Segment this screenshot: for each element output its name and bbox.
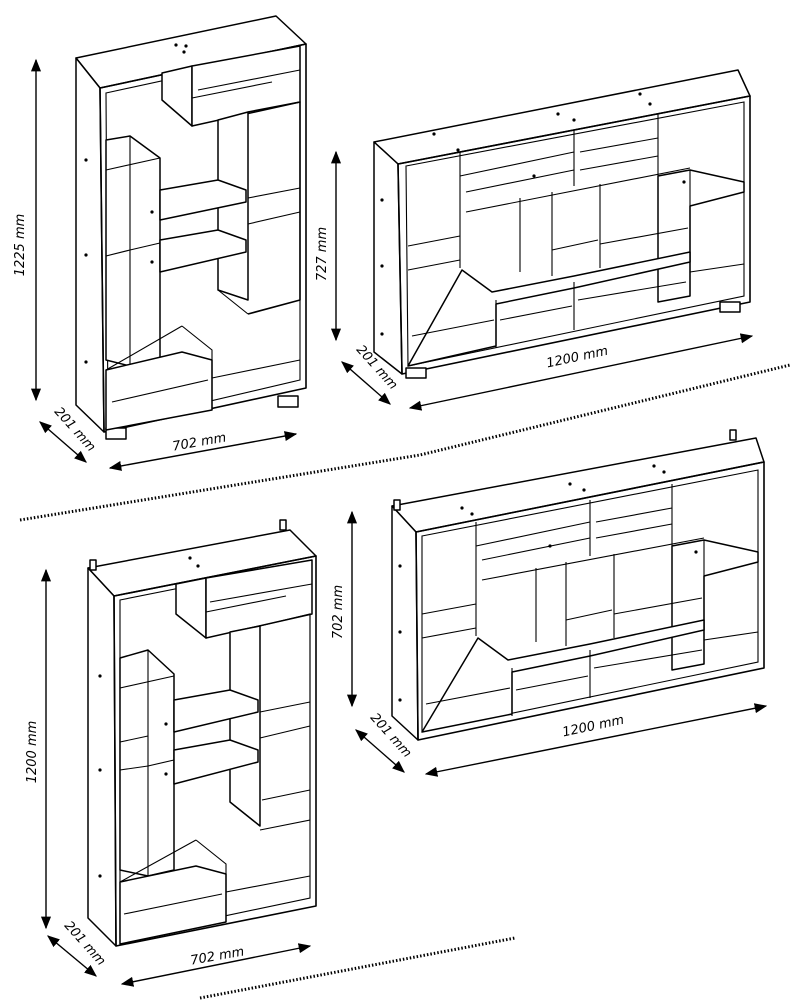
tall-floor-unit: 1225 mm 702 mm 201 mm: [13, 15, 307, 471]
tall-wall-unit-width-arrow: [120, 943, 312, 987]
tall-wall-unit-bracket-left: [89, 559, 97, 571]
wide-floor-unit-foot-right: [719, 301, 741, 313]
wide-wall-unit-depth-arrow: [355, 729, 405, 773]
wide-floor-unit-inner-frame: [405, 101, 745, 367]
tall-wall-unit-side-panel: [87, 567, 117, 947]
wide-wall-unit-bracket-left: [393, 499, 401, 511]
wide-floor-unit-right-box: [657, 169, 745, 303]
wide-wall-unit-bracket-right: [729, 429, 737, 441]
wide-floor-unit-height-label: 727 mm: [315, 227, 330, 281]
wide-floor-unit-width-label: 1200 mm: [545, 344, 609, 372]
tall-floor-unit-height-label: 1225 mm: [13, 214, 28, 277]
tall-wall-unit-depth-arrow: [47, 935, 97, 977]
tall-wall-unit: 1200 mm 702 mm 201 mm: [25, 519, 317, 987]
wide-wall-unit-side-panel: [391, 505, 419, 741]
wide-floor-unit-bottom-box: [407, 251, 691, 367]
tall-wall-unit-front-frame: [113, 555, 317, 947]
wide-floor-unit-foot-left: [405, 367, 427, 379]
ground-line-bottom: [199, 936, 516, 1000]
tall-floor-unit-mid-shelf-2: [159, 229, 247, 273]
wide-wall-unit-front-frame: [415, 461, 765, 741]
wide-floor-unit: 727 mm 1200 mm 201 mm: [315, 69, 754, 411]
tall-floor-unit-top-box: [161, 65, 193, 127]
wide-floor-unit-top-panel: [373, 69, 751, 165]
wide-floor-unit-depth-arrow: [341, 361, 391, 405]
wide-floor-unit-front-frame: [397, 95, 751, 375]
tall-floor-unit-foot-right: [277, 395, 299, 408]
tall-wall-unit-bracket-right: [279, 519, 287, 531]
tall-wall-unit-height-label: 1200 mm: [25, 721, 40, 784]
wide-wall-unit-width-arrow: [424, 703, 768, 777]
wide-wall-unit-height-label: 702 mm: [331, 585, 346, 639]
wide-wall-unit: 702 mm 1200 mm 201 mm: [331, 429, 768, 777]
wide-wall-unit-top-panel: [391, 437, 765, 533]
wide-wall-unit-inner-frame: [421, 469, 759, 733]
tall-floor-unit-left-column: [105, 135, 161, 367]
wide-floor-unit-width-arrow: [408, 333, 754, 411]
tall-floor-unit-depth-arrow: [39, 421, 87, 463]
tall-floor-unit-mid-shelf-1: [159, 179, 247, 221]
tall-floor-unit-width-arrow: [108, 431, 298, 471]
